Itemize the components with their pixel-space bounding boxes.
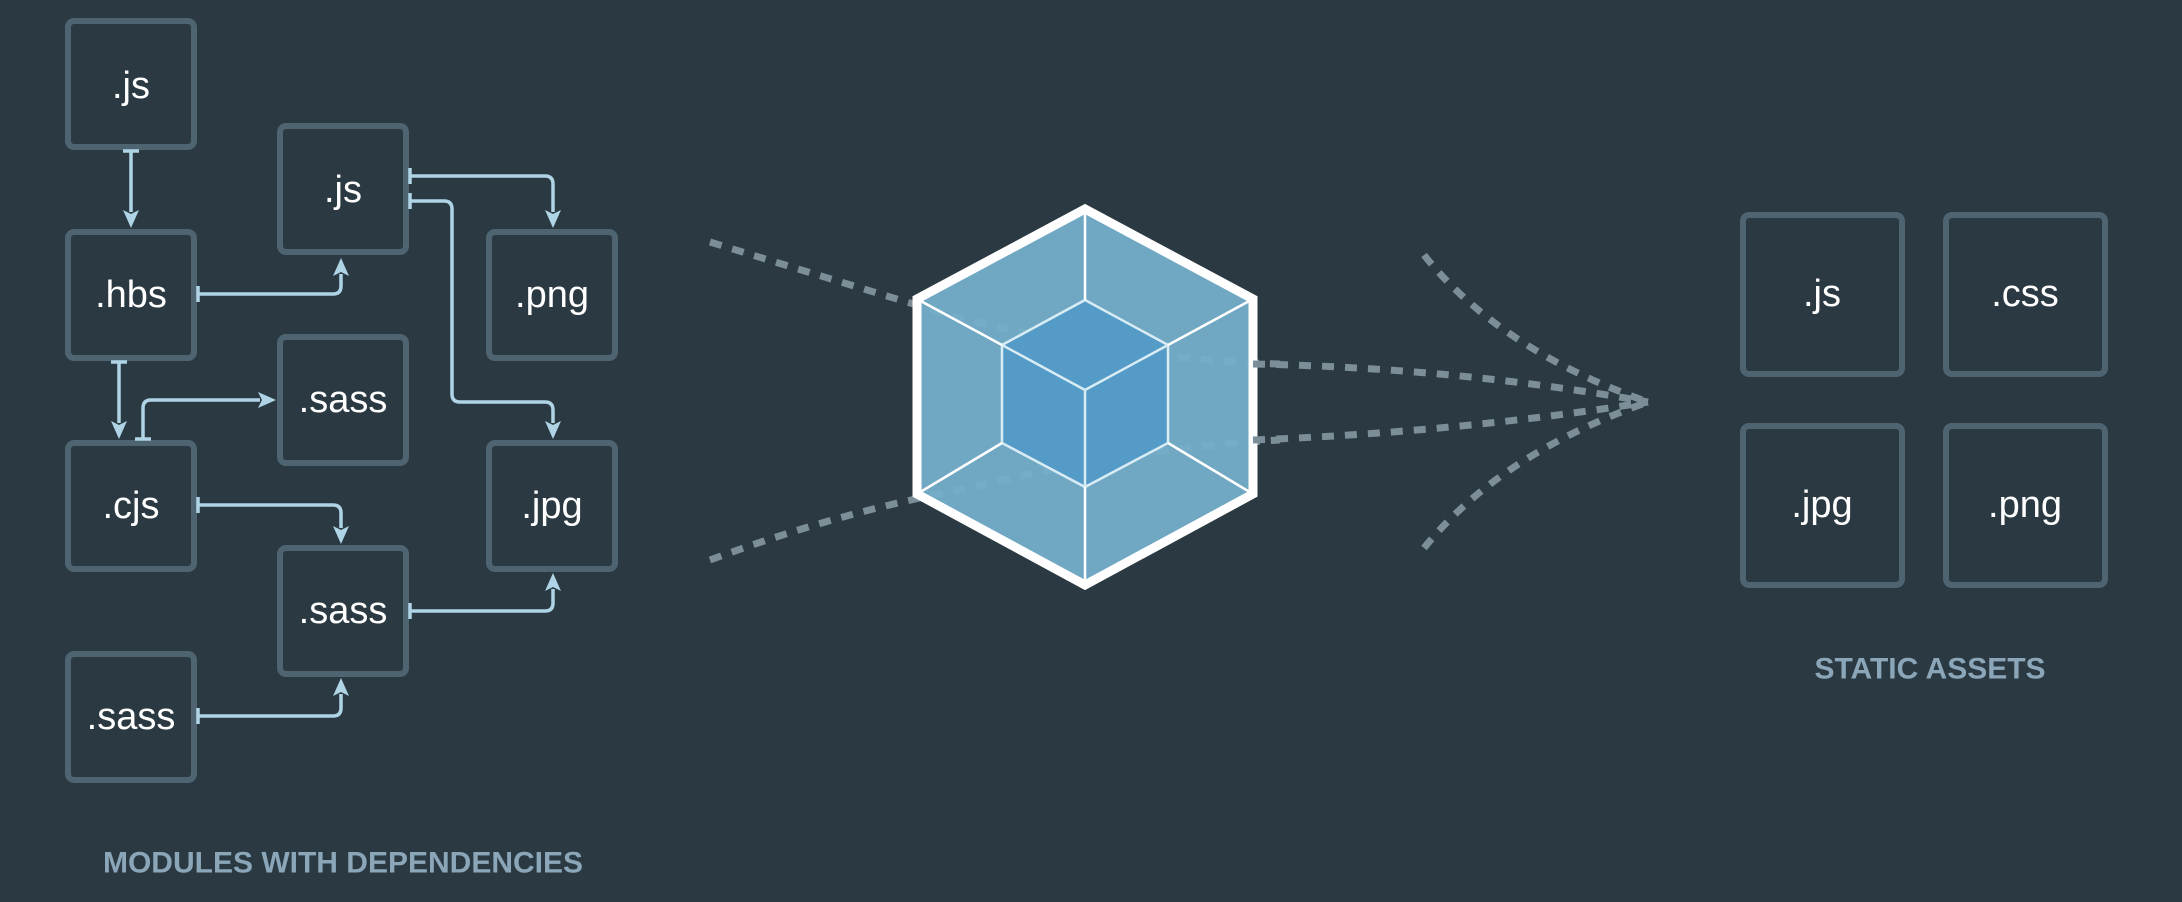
asset-label: .png [1988,484,2062,526]
flow-line-out-upper [1252,360,1649,406]
dependency-arrow [135,392,276,441]
dependency-arrows [111,149,561,724]
module-label: .png [515,274,589,316]
dependency-arrow [196,497,349,544]
asset-box-jpg: .jpg [1740,423,1905,588]
module-label: .sass [299,590,388,632]
flow-line-out-top-curve [1421,252,1650,406]
flow-line-out-lower [1252,398,1649,444]
module-box-hbs: .hbs [65,229,197,361]
flow-line-out-bottom-curve [1421,398,1650,551]
modules-group: .js .hbs .cjs .sass .js .sass .sass [65,18,618,880]
webpack-cube-icon [912,203,1258,591]
dependency-arrow [123,149,139,228]
module-label: .jpg [521,485,582,527]
module-label: .js [112,65,150,107]
module-box-png: .png [486,229,618,361]
module-box-js-middle: .js [277,123,409,255]
cube-outline [912,203,1258,591]
dependency-arrow [408,573,561,619]
dependency-arrow [196,678,349,724]
module-label: .hbs [95,274,167,316]
module-box-cjs: .cjs [65,440,197,572]
module-label: .sass [87,696,176,738]
asset-box-js: .js [1740,212,1905,377]
module-label: .js [324,169,362,211]
modules-caption: MODULES WITH DEPENDENCIES [103,847,583,880]
asset-label: .js [1803,273,1841,315]
module-box-sass-lower: .sass [277,545,409,677]
module-box-sass-upper: .sass [277,334,409,466]
module-box-jpg: .jpg [486,440,618,572]
asset-box-css: .css [1943,212,2108,377]
dependency-arrow [196,258,349,302]
module-box-js-top: .js [65,18,197,150]
dependency-arrow [408,168,561,228]
asset-label: .jpg [1791,484,1852,526]
dependency-arrow [408,193,561,439]
assets-group: .js .css .jpg .png STATIC ASSETS [1740,212,2108,686]
asset-box-png: .png [1943,423,2108,588]
asset-label: .css [1991,273,2059,315]
module-label: .sass [299,379,388,421]
dependency-arrow [111,360,127,439]
assets-caption: STATIC ASSETS [1814,653,2045,686]
outgoing-flow-lines [1252,252,1650,551]
cube-inner [1000,298,1170,489]
module-label: .cjs [103,485,160,527]
module-box-sass-bottom: .sass [65,651,197,783]
